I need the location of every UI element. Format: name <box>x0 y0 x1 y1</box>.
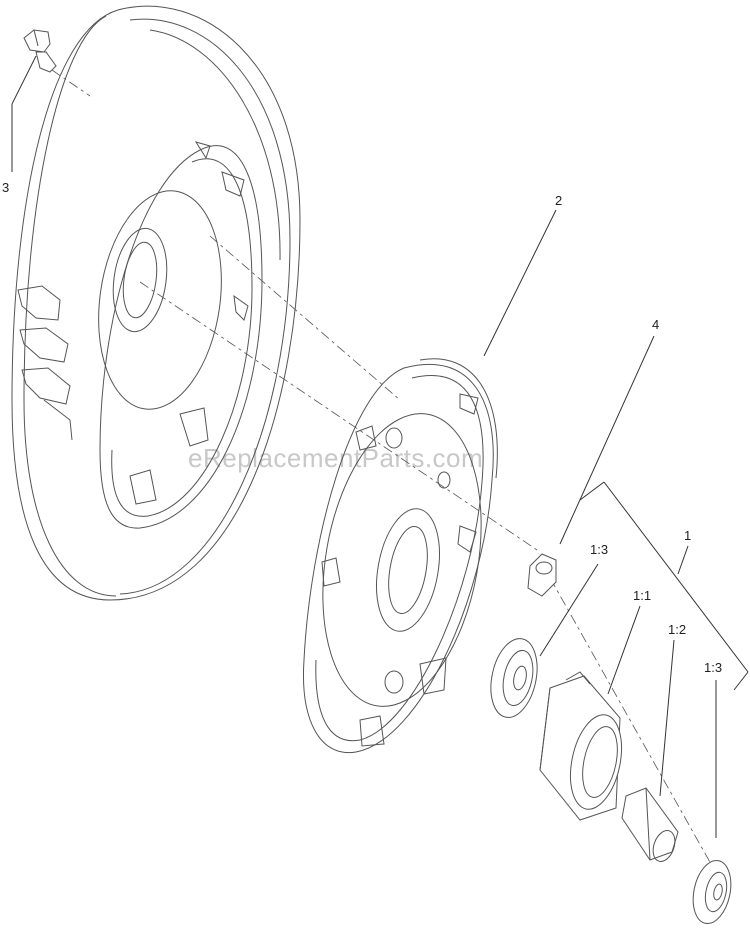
bracket-1 <box>579 481 605 501</box>
bracket-1 <box>603 481 749 673</box>
callout-3: 3 <box>2 180 9 195</box>
nut <box>527 553 557 597</box>
callout-2: 2 <box>555 193 562 208</box>
callout-4: 4 <box>652 317 659 332</box>
axis-line <box>209 235 401 401</box>
bearing-lower <box>692 859 732 925</box>
leader-1-1 <box>607 605 641 695</box>
axis-line <box>139 281 541 553</box>
hub-sleeve <box>539 671 623 821</box>
callout-1-3-upper: 1:3 <box>590 542 608 557</box>
callout-1-2: 1:2 <box>668 622 686 637</box>
callout-1-1: 1:1 <box>633 588 651 603</box>
leader-2 <box>483 209 557 357</box>
axis-line <box>539 559 721 881</box>
spacer-tube <box>621 787 679 862</box>
callout-1: 1 <box>684 528 691 543</box>
callout-1-3-lower: 1:3 <box>704 660 722 675</box>
leader-4 <box>559 335 655 545</box>
leader-3 <box>11 55 37 105</box>
wheel-half <box>302 358 498 754</box>
tire <box>11 5 301 601</box>
bearing-upper <box>490 638 538 718</box>
watermark: eReplacementParts.com <box>188 443 483 473</box>
leader-1-3-upper <box>539 563 599 657</box>
bracket-1 <box>733 671 749 691</box>
leader-1 <box>677 545 689 575</box>
leader-1-2 <box>659 639 675 797</box>
valve-stem <box>23 29 91 97</box>
